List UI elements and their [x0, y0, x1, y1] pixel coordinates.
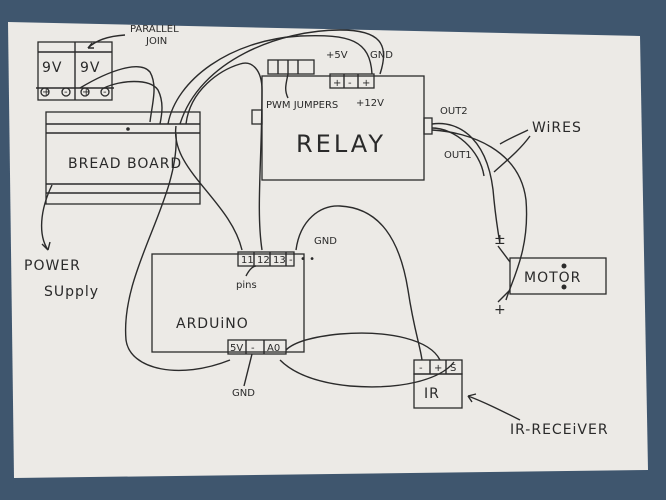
battery-pack: 9V 9V + - + -	[36, 41, 114, 101]
arduino-a0-pin: A0	[267, 343, 280, 354]
parallel-join-label-1: PARALLEL	[130, 24, 179, 35]
relay-gnd-label: GND	[370, 50, 393, 61]
breadboard: BREAD BOARD	[45, 111, 201, 205]
pins-label: pins	[236, 280, 257, 291]
motor-label: MOTOR	[524, 270, 581, 286]
pin-13: 13	[273, 255, 286, 266]
ir-sensor: IR - + S	[413, 359, 463, 409]
ir-minus-pin: -	[419, 363, 423, 374]
relay-12v-label: +12V	[356, 98, 384, 109]
battery-minus-2: -	[103, 87, 107, 98]
arduino-5v-pin: 5V	[230, 343, 243, 354]
motor-top-sign: ±	[494, 232, 507, 248]
out1-label: OUT1	[444, 150, 472, 161]
relay-label: RELAY	[296, 130, 386, 158]
ir-plus-pin: +	[434, 363, 442, 374]
ir-label: IR	[424, 386, 440, 402]
relay-12v-terminal: +	[362, 78, 370, 89]
paper-sheet	[8, 22, 648, 478]
relay-5v-label: +5V	[326, 50, 348, 61]
battery-right-label: 9V	[80, 60, 100, 76]
pin-11: 11	[241, 255, 254, 266]
wires-label: WiRES	[532, 120, 582, 136]
arduino-gnd-bottom-label: GND	[232, 388, 255, 399]
battery-plus-1: +	[42, 87, 50, 98]
relay-plus-terminal: +	[333, 78, 341, 89]
arduino-gnd-pin: -	[251, 343, 255, 354]
arduino-label: ARDUiNO	[176, 316, 249, 332]
pin-dots: • •	[300, 254, 315, 265]
ir-receiver-label: IR-RECEiVER	[510, 422, 609, 438]
power-supply-label-2: SUpply	[44, 284, 99, 300]
out2-label: OUT2	[440, 106, 468, 117]
arduino-board: 11 12 13 - • • ARDUiNO 5V - A0	[151, 251, 315, 355]
pin-gnd-minus: -	[289, 255, 293, 266]
breadboard-label: BREAD BOARD	[68, 156, 182, 172]
arduino-gnd-top-label: GND	[314, 236, 337, 247]
motor-bottom-sign: +	[494, 302, 507, 318]
pwm-jumpers-label: PWM JUMPERS	[266, 100, 338, 111]
motor: MOTOR	[497, 245, 607, 303]
battery-left-label: 9V	[42, 60, 62, 76]
wiring	[79, 29, 528, 388]
power-supply-label-1: POWER	[24, 258, 81, 274]
ir-s-pin: S	[450, 363, 456, 374]
pin-12: 12	[257, 255, 270, 266]
battery-minus-1: -	[64, 87, 68, 98]
parallel-join-label-2: JOIN	[145, 36, 167, 47]
battery-plus-2: +	[82, 87, 90, 98]
relay-minus-terminal: -	[348, 78, 352, 89]
